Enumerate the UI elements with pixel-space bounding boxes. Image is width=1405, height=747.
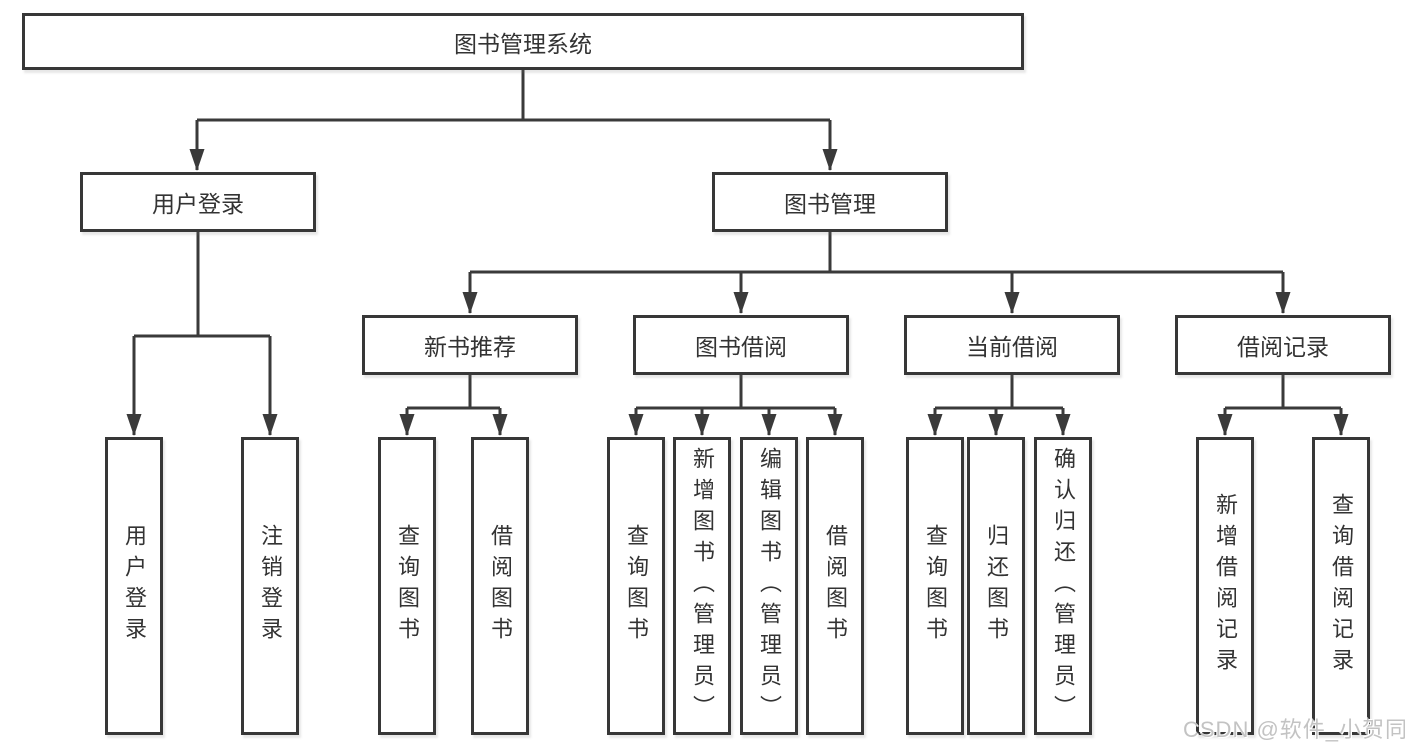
node-label: 新书推荐 [424, 334, 516, 360]
leaf-query-books-borrow: 查询图书 [607, 437, 665, 735]
leaf-label: 注销登录 [258, 524, 283, 648]
leaf-label: 借阅图书 [823, 524, 848, 648]
leaf-label: 编辑图书（管理员） [757, 446, 782, 726]
leaf-query-borrow-record: 查询借阅记录 [1312, 437, 1370, 735]
leaf-confirm-return-admin: 确认归还（管理员） [1034, 437, 1092, 735]
leaf-query-books-current: 查询图书 [906, 437, 964, 735]
leaf-label: 归还图书 [984, 524, 1009, 648]
leaf-logout: 注销登录 [241, 437, 299, 735]
node-book-borrow: 图书借阅 [633, 315, 849, 375]
leaf-label: 新增图书（管理员） [690, 446, 715, 726]
leaf-borrow-books: 借阅图书 [806, 437, 864, 735]
node-current-borrow: 当前借阅 [904, 315, 1120, 375]
leaf-add-book-admin: 新增图书（管理员） [673, 437, 731, 735]
leaf-borrow-books-recommend: 借阅图书 [471, 437, 529, 735]
leaf-label: 用户登录 [122, 524, 147, 648]
node-new-book-recommend: 新书推荐 [362, 315, 578, 375]
leaf-user-login: 用户登录 [105, 437, 163, 735]
leaf-label: 确认归还（管理员） [1051, 446, 1076, 726]
node-label: 借阅记录 [1237, 334, 1329, 360]
leaf-label: 查询图书 [395, 524, 420, 648]
node-borrow-records: 借阅记录 [1175, 315, 1391, 375]
node-root: 图书管理系统 [22, 13, 1024, 70]
leaf-edit-book-admin: 编辑图书（管理员） [740, 437, 798, 735]
watermark: CSDN @软件_小贺同学 [1183, 717, 1405, 742]
node-label: 用户登录 [152, 191, 244, 217]
leaf-query-books-recommend: 查询图书 [378, 437, 436, 735]
node-root-label: 图书管理系统 [454, 30, 592, 57]
leaf-label: 查询图书 [624, 524, 649, 648]
leaf-label: 查询借阅记录 [1329, 493, 1354, 679]
node-label: 图书借阅 [695, 334, 787, 360]
leaf-return-book: 归还图书 [967, 437, 1025, 735]
leaf-label: 借阅图书 [488, 524, 513, 648]
leaf-label: 查询图书 [923, 524, 948, 648]
node-label: 图书管理 [784, 191, 876, 217]
leaf-label: 新增借阅记录 [1213, 493, 1238, 679]
node-user-login-branch: 用户登录 [80, 172, 316, 232]
node-book-management-branch: 图书管理 [712, 172, 948, 232]
leaf-add-borrow-record: 新增借阅记录 [1196, 437, 1254, 735]
node-label: 当前借阅 [966, 334, 1058, 360]
